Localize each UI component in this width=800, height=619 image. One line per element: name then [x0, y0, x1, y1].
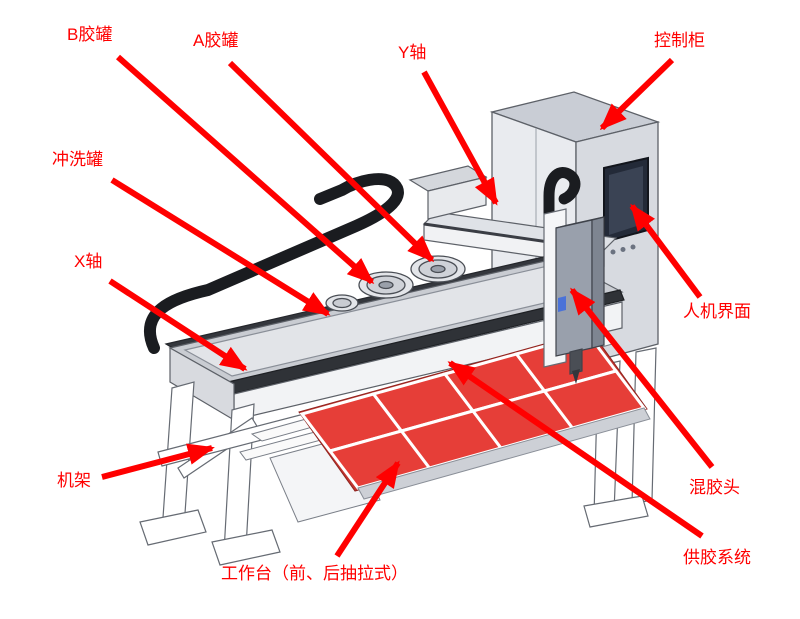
arrow-worktable	[334, 460, 401, 558]
foot-plate	[211, 529, 281, 566]
cabinet-button	[620, 247, 626, 252]
glue-tank-a	[410, 255, 466, 283]
label-hmi: 人机界面	[683, 302, 751, 321]
flush-tank-drawing	[325, 294, 359, 312]
label-x-axis: X轴	[74, 252, 103, 271]
label-frame: 机架	[57, 471, 91, 490]
arrow-a-glue-tank	[227, 60, 435, 263]
valve-accent	[558, 296, 566, 312]
nozzle-tip	[572, 369, 580, 384]
worktable-front-edge	[357, 407, 651, 500]
arrow-x-axis	[108, 278, 248, 372]
foot-plate	[583, 495, 649, 528]
carriage-box	[408, 165, 488, 220]
label-worktable: 工作台（前、后抽拉式）	[221, 564, 408, 583]
arrow-flush-tank	[110, 177, 331, 317]
hmi-screen-inner	[609, 166, 643, 235]
arrow-frame	[101, 443, 215, 480]
arrow-b-glue-tank	[116, 54, 375, 285]
mixing-head-body	[555, 219, 593, 357]
arrow-glue-supply	[447, 360, 704, 539]
label-control-cabinet: 控制柜	[654, 31, 705, 50]
arrow-y-axis	[421, 70, 499, 206]
cable-chain-vertical	[543, 167, 581, 250]
cabinet-button	[610, 249, 616, 255]
label-a-glue-tank: A胶罐	[193, 31, 239, 50]
arrow-hmi	[629, 203, 703, 299]
label-y-axis: Y轴	[398, 43, 427, 62]
label-glue-supply: 供胶系统	[683, 548, 751, 567]
foot-plate	[139, 509, 207, 546]
arrow-control-cabinet	[599, 57, 675, 131]
nozzle	[569, 348, 583, 375]
label-mixing-head: 混胶头	[689, 478, 740, 497]
label-flush-tank: 冲洗罐	[52, 150, 103, 169]
mixing-head-drawing	[543, 208, 605, 384]
annotation-arrows	[101, 54, 715, 558]
gantry-beam	[164, 253, 625, 422]
arrow-mixing-head	[569, 287, 715, 469]
cabinet-button	[630, 244, 636, 250]
label-b-glue-tank: B胶罐	[67, 25, 113, 44]
